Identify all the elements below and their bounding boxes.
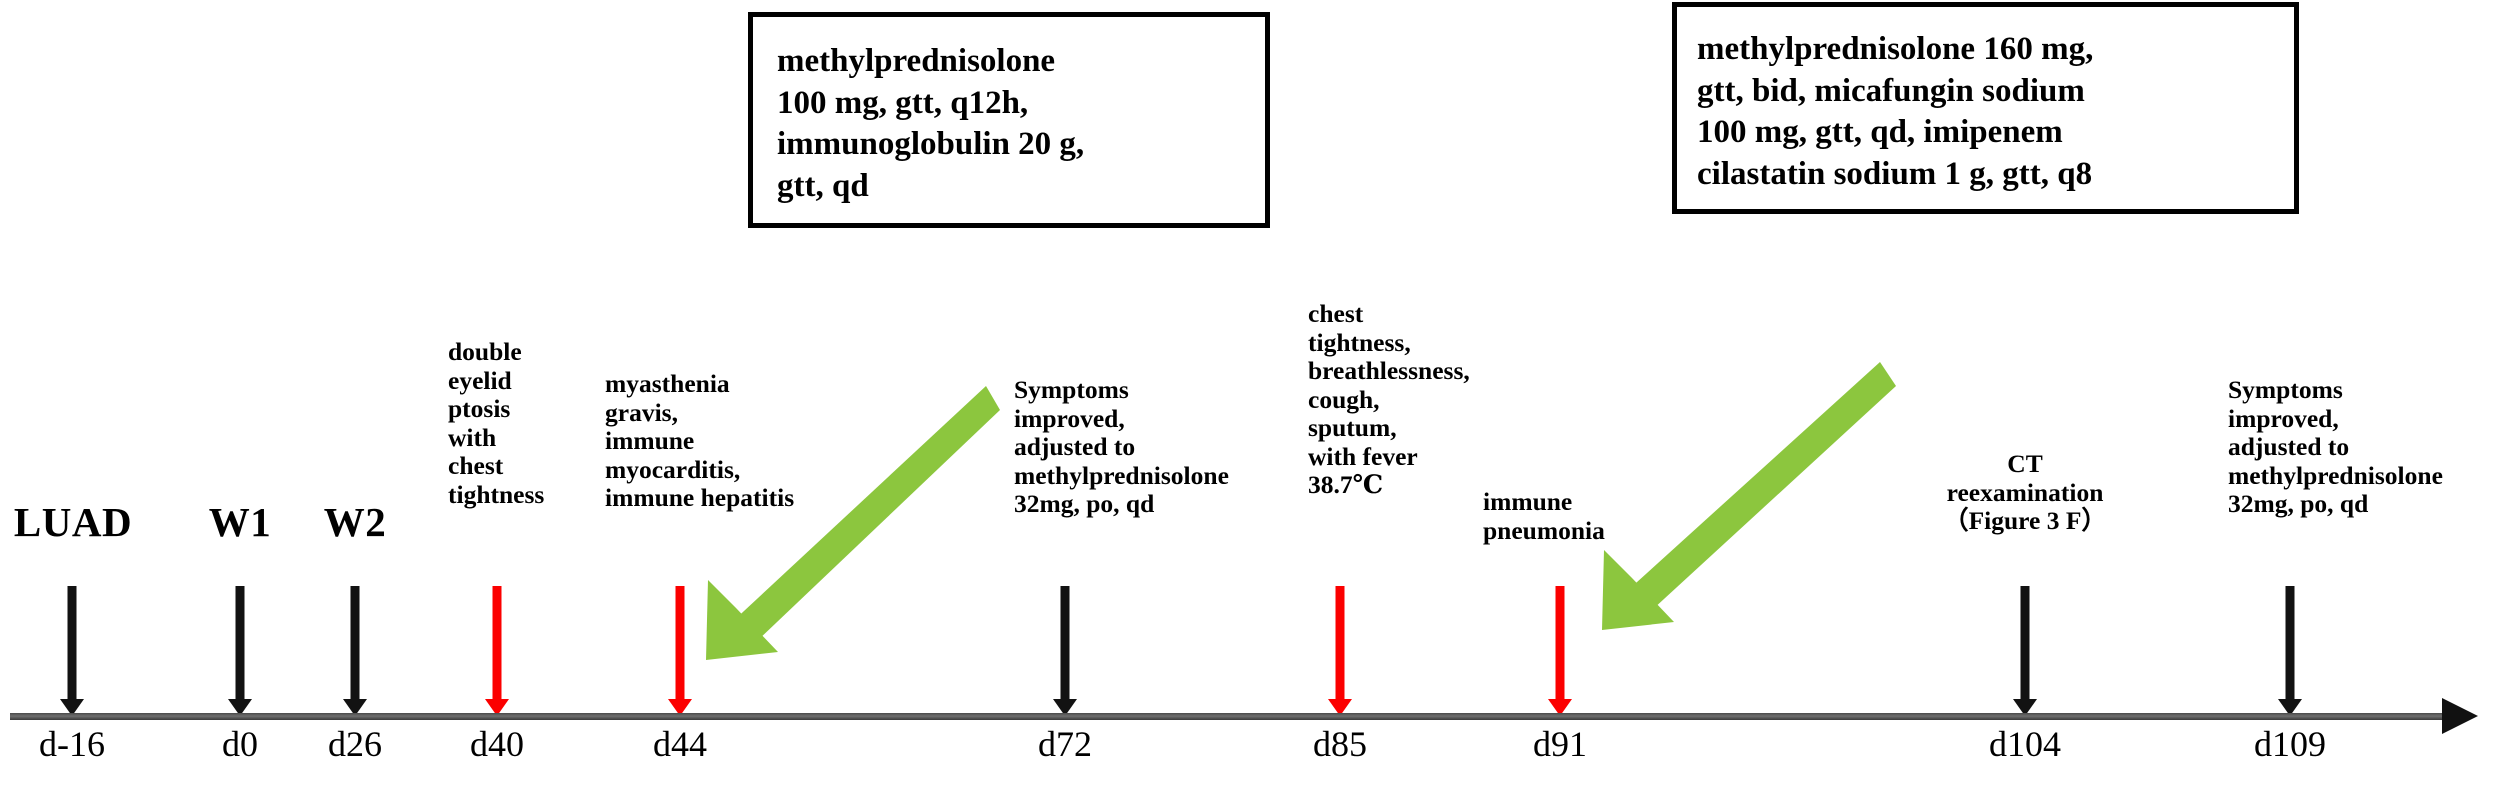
event-marker-d44 — [667, 586, 693, 716]
event-marker-d85 — [1327, 586, 1353, 716]
event-label-d44: myasthenia gravis, immune myocarditis, i… — [605, 369, 795, 513]
day-label-d-16: d-16 — [39, 724, 105, 764]
event-label-d104: CT reexamination （Figure 3 F） — [1943, 449, 2107, 536]
event-marker-d-16 — [59, 586, 85, 716]
event-marker-d104 — [2012, 586, 2038, 716]
callout-box-treatment-d91: methylprednisolone 160 mg, gtt, bid, mic… — [1672, 2, 2299, 214]
event-marker-d72 — [1052, 586, 1078, 716]
event-label-d-16: LUAD — [13, 499, 133, 545]
event-marker-d0 — [227, 586, 253, 716]
timeline-axis-arrowhead-icon — [2442, 698, 2478, 734]
event-label-d26: W2 — [323, 499, 387, 545]
event-marker-d109 — [2277, 586, 2303, 716]
day-label-d109: d109 — [2254, 724, 2326, 764]
day-label-d91: d91 — [1533, 724, 1587, 764]
event-label-d91: immune pneumonia — [1483, 487, 1605, 545]
event-label-d40: double eyelid ptosis with chest tightnes… — [448, 337, 545, 509]
day-label-d104: d104 — [1989, 724, 2061, 764]
event-label-d109: Symptoms improved, adjusted to methylpre… — [2228, 375, 2443, 519]
day-label-d0: d0 — [222, 724, 258, 764]
day-label-d26: d26 — [328, 724, 382, 764]
event-marker-d91 — [1547, 586, 1573, 716]
day-label-d85: d85 — [1313, 724, 1367, 764]
event-label-d0: W1 — [208, 499, 272, 545]
timeline-axis — [10, 713, 2450, 720]
event-marker-d26 — [342, 586, 368, 716]
day-label-d44: d44 — [653, 724, 707, 764]
event-label-d85: chest tightness, breathlessness, cough, … — [1308, 299, 1470, 500]
day-label-d72: d72 — [1038, 724, 1092, 764]
callout-box-treatment-d44: methylprednisolone 100 mg, gtt, q12h, im… — [748, 12, 1270, 228]
event-label-d72: Symptoms improved, adjusted to methylpre… — [1014, 375, 1229, 519]
event-marker-d40 — [484, 586, 510, 716]
day-label-d40: d40 — [470, 724, 524, 764]
